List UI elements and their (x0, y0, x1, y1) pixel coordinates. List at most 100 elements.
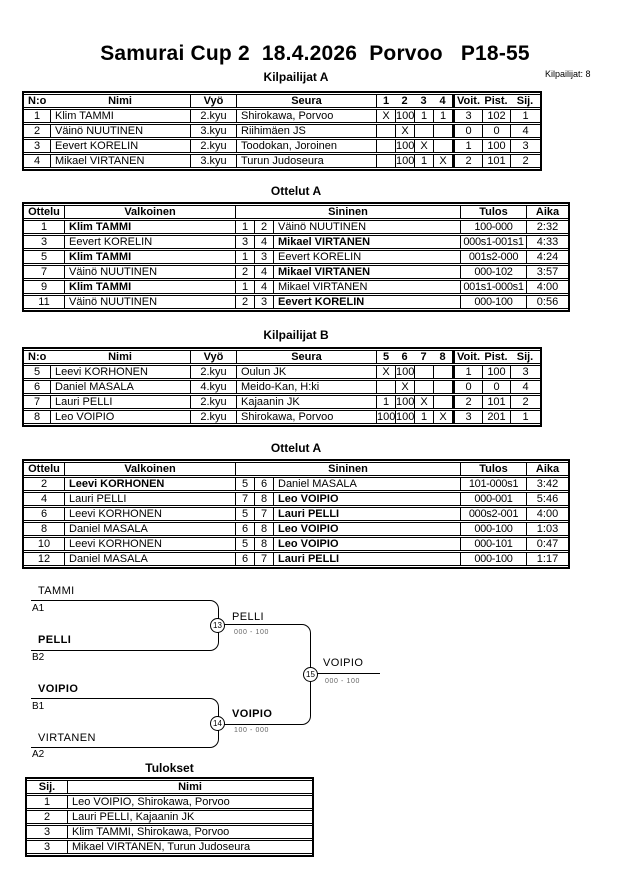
col-pts: Pist. (482, 94, 510, 108)
col-club: Seura (236, 350, 376, 364)
col-club: Seura (236, 94, 376, 108)
r3: 1 (414, 154, 433, 168)
no: 2 (24, 124, 50, 138)
blue-no: 4 (254, 280, 273, 294)
blue-no: 3 (254, 295, 273, 309)
place: 2 (27, 810, 67, 824)
blue-no: 8 (254, 522, 273, 536)
match-no: 4 (24, 492, 64, 506)
blue-name: Leo VOIPIO (273, 537, 460, 551)
belt: 2.kyu (190, 395, 236, 409)
col-belt: Vyö (190, 350, 236, 364)
col-6: 6 (395, 350, 414, 364)
competitor-row: 3 Eevert KORELIN 2.kyu Toodokan, Joroine… (24, 139, 540, 153)
name: Daniel MASALA (50, 380, 190, 394)
no: 6 (24, 380, 50, 394)
club: Toodokan, Joroinen (236, 139, 376, 153)
match-no: 5 (24, 250, 64, 264)
place: 3 (510, 365, 540, 379)
r3: X (414, 395, 433, 409)
blue-no: 6 (254, 477, 273, 491)
white-name: Lauri PELLI (64, 492, 235, 506)
blue-name: Leo VOIPIO (273, 522, 460, 536)
match-no: 10 (24, 537, 64, 551)
bracket-match-score: 000 - 100 (234, 629, 269, 636)
belt: 3.kyu (190, 154, 236, 168)
white-no: 1 (235, 280, 254, 294)
r2: 100 (395, 365, 414, 379)
name: Mikael VIRTANEN, Turun Judoseura (67, 840, 312, 854)
blue-name: Eevert KORELIN (273, 250, 460, 264)
place: 4 (510, 124, 540, 138)
competitors-count: Kilpailijat: 8 (545, 69, 591, 79)
white-name: Klim TAMMI (64, 280, 235, 294)
col-name: Nimi (67, 780, 312, 794)
place: 4 (510, 380, 540, 394)
blue-name: Lauri PELLI (273, 552, 460, 566)
col-no: N:o (24, 350, 50, 364)
competitor-row: 5 Leevi KORHONEN 2.kyu Oulun JK X 100 1 … (24, 365, 540, 379)
belt: 2.kyu (190, 365, 236, 379)
bracket-entry-name: VIRTANEN (38, 732, 96, 744)
competitor-row: 8 Leo VOIPIO 2.kyu Shirokawa, Porvoo 100… (24, 410, 540, 424)
bracket-match-number: 15 (303, 667, 318, 682)
r1 (376, 139, 395, 153)
match-no: 2 (24, 477, 64, 491)
col-belt: Vyö (190, 94, 236, 108)
r4 (433, 365, 452, 379)
match-no: 3 (24, 235, 64, 249)
col-place: Sij. (510, 350, 540, 364)
result: 000-100 (460, 522, 526, 536)
col-5: 5 (376, 350, 395, 364)
r3: 1 (414, 109, 433, 123)
r2: X (395, 380, 414, 394)
white-name: Leevi KORHONEN (64, 507, 235, 521)
belt: 2.kyu (190, 109, 236, 123)
club: Turun Judoseura (236, 154, 376, 168)
name: Lauri PELLI (50, 395, 190, 409)
name: Lauri PELLI, Kajaanin JK (67, 810, 312, 824)
match-row: 9 Klim TAMMI 1 4 Mikael VIRTANEN 001s1-0… (24, 280, 568, 294)
results-table: Sij. Nimi 1 Leo VOIPIO, Shirokawa, Porvo… (25, 777, 314, 857)
white-no: 2 (235, 265, 254, 279)
belt: 2.kyu (190, 139, 236, 153)
wins: 0 (452, 124, 482, 138)
wins: 3 (452, 109, 482, 123)
name: Mikael VIRTANEN (50, 154, 190, 168)
pool-a-heading: Kilpailijat A (263, 70, 329, 84)
pts: 201 (482, 410, 510, 424)
wins: 1 (452, 365, 482, 379)
r1 (376, 154, 395, 168)
r2: 100 (395, 410, 414, 424)
white-no: 7 (235, 492, 254, 506)
r4 (433, 139, 452, 153)
r4: 1 (433, 109, 452, 123)
blue-name: Mikael VIRTANEN (273, 235, 460, 249)
match-row: 6 Leevi KORHONEN 5 7 Lauri PELLI 000s2-0… (24, 507, 568, 521)
time: 4:00 (526, 280, 568, 294)
col-4: 4 (433, 94, 452, 108)
result: 000-001 (460, 492, 526, 506)
pts: 101 (482, 395, 510, 409)
blue-no: 8 (254, 537, 273, 551)
white-no: 5 (235, 537, 254, 551)
col-pts: Pist. (482, 350, 510, 364)
col-place: Sij. (27, 780, 67, 794)
club: Meido-Kan, H:ki (236, 380, 376, 394)
bracket-winner-name: PELLI (232, 611, 264, 623)
matches-a-header-row: Ottelu Valkoinen Sininen Tulos Aika (24, 205, 568, 219)
club: Riihimäen JS (236, 124, 376, 138)
bracket-winner-name: VOIPIO (323, 657, 364, 669)
white-no: 6 (235, 552, 254, 566)
white-name: Leevi KORHONEN (64, 477, 235, 491)
r2: 100 (395, 154, 414, 168)
col-no: N:o (24, 94, 50, 108)
col-8: 8 (433, 350, 452, 364)
match-row: 4 Lauri PELLI 7 8 Leo VOIPIO 000-001 5:4… (24, 492, 568, 506)
match-no: 9 (24, 280, 64, 294)
name: Leevi KORHONEN (50, 365, 190, 379)
name: Klim TAMMI, Shirokawa, Porvoo (67, 825, 312, 839)
belt: 2.kyu (190, 410, 236, 424)
col-place: Sij. (510, 94, 540, 108)
match-no: 12 (24, 552, 64, 566)
